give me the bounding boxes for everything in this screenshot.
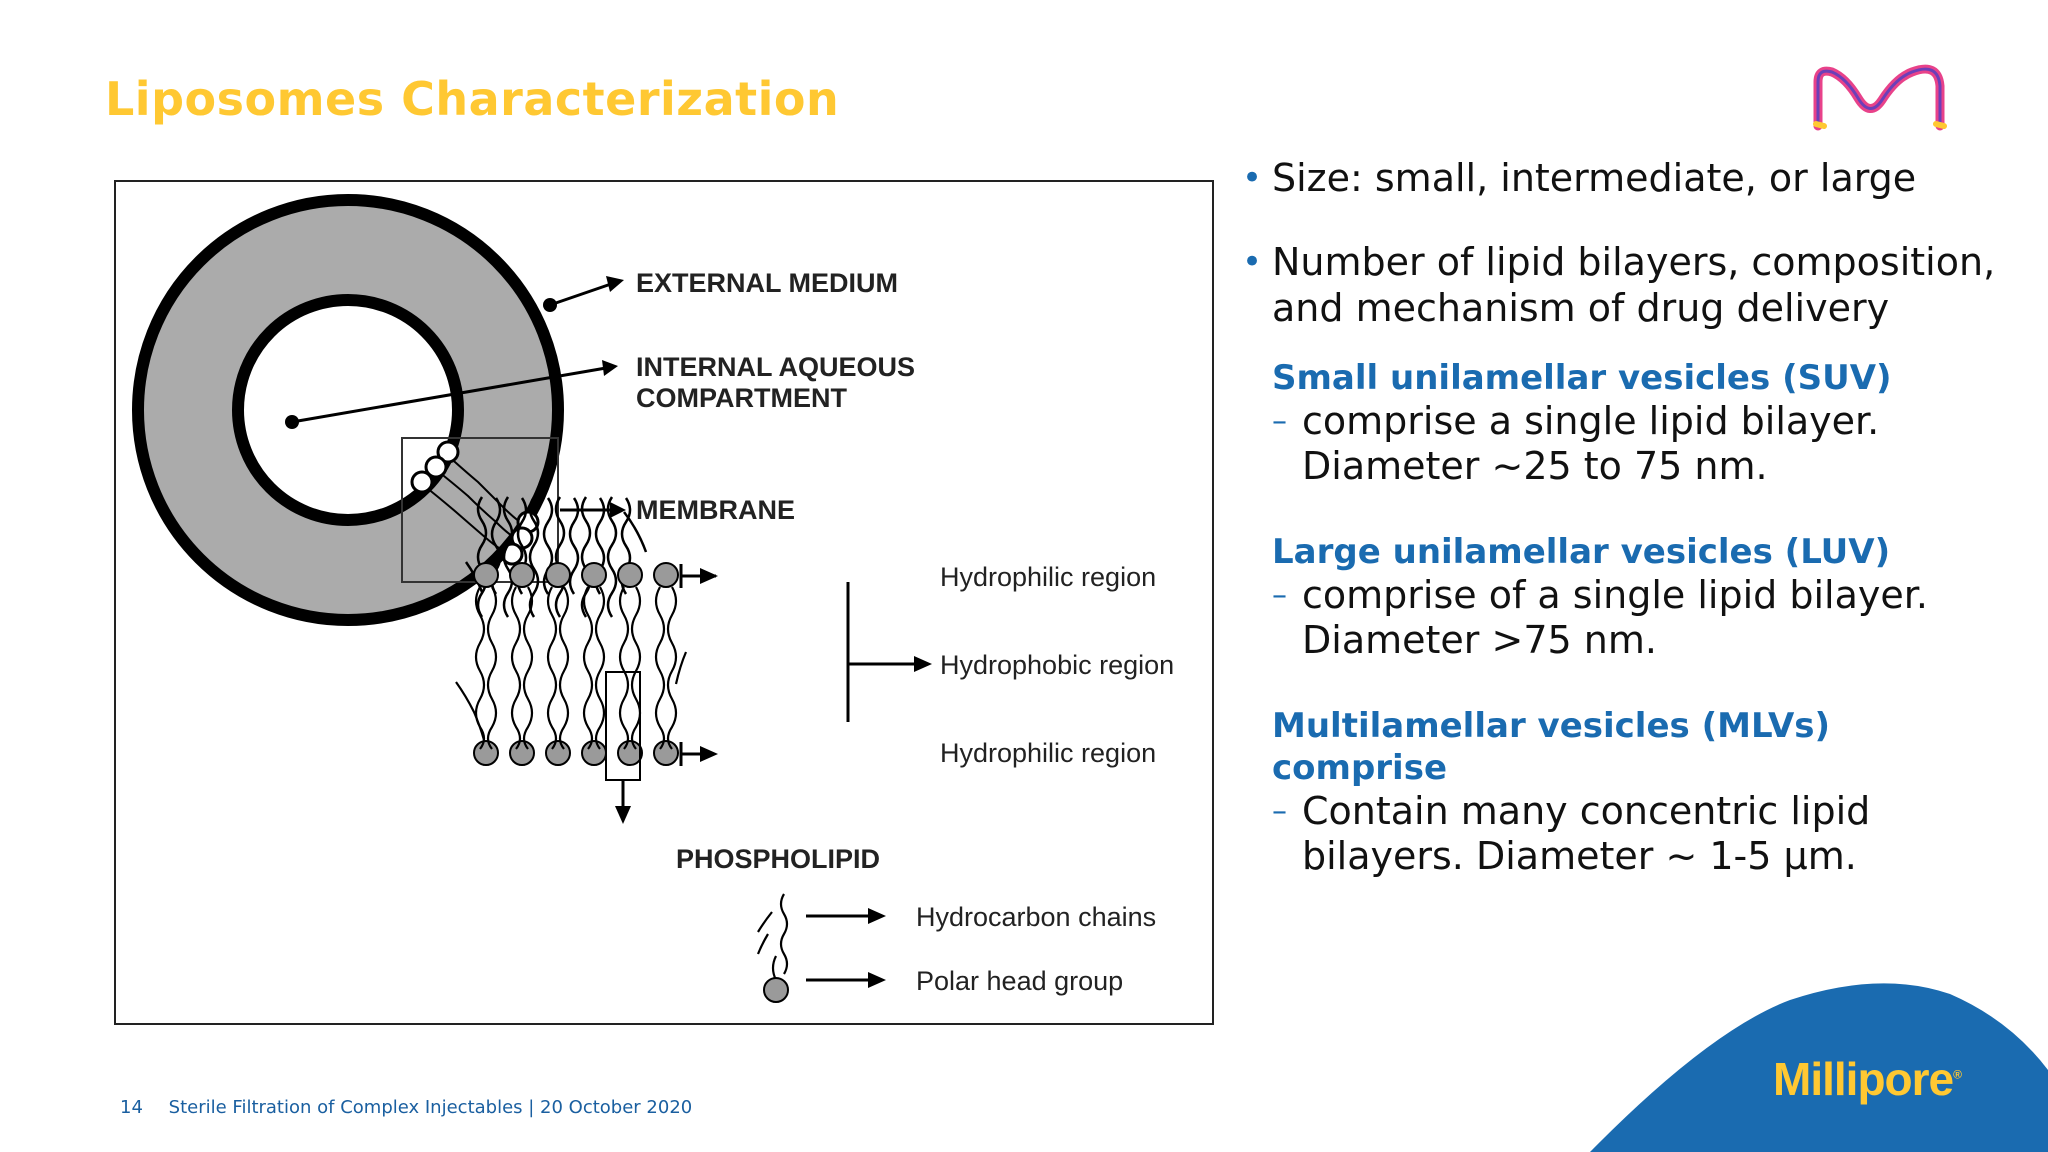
label-internal-aqueous: INTERNAL AQUEOUS (636, 352, 916, 382)
registered-mark: ® (1953, 1067, 1962, 1082)
luv-heading: Large unilamellar vesicles (LUV) (1272, 532, 1891, 572)
brand-name: Millipore (1773, 1053, 1954, 1105)
luv-description: comprise of a single lipid bilayer. Diam… (1272, 573, 2008, 663)
label-membrane: MEMBRANE (636, 495, 795, 525)
liposome-diagram-drawing (132, 194, 932, 1003)
bilayer-tails (455, 586, 688, 750)
mlv-heading: Multilamellar vesicles (MLVs) comprise (1272, 706, 1831, 788)
content-panel: Size: small, intermediate, or large Numb… (1238, 155, 2008, 921)
lipid-bilayer (464, 496, 648, 618)
lipid-heads (473, 562, 679, 766)
label-hydrophilic-top: Hydrophilic region (940, 562, 1157, 592)
label-hydrophobic: Hydrophobic region (940, 650, 1175, 680)
suv-description: comprise a single lipid bilayer. Diamete… (1272, 399, 2008, 489)
slide-number: 14 (120, 1097, 143, 1118)
label-hydrocarbon-chains: Hydrocarbon chains (916, 902, 1157, 932)
bullet-size: Size: small, intermediate, or large (1238, 155, 2008, 201)
slide-title: Liposomes Characterization (105, 72, 840, 126)
brand-corner-shape (1590, 983, 2048, 1152)
brand-m-logo (1813, 64, 1947, 131)
label-compartment: COMPARTMENT (636, 383, 847, 413)
label-phospholipid: PHOSPHOLIPID (676, 844, 881, 874)
mlv-description: Contain many concentric lipid bilayers. … (1272, 789, 2008, 879)
brand-wordmark: Millipore® (1773, 1052, 1962, 1106)
suv-heading: Small unilamellar vesicles (SUV) (1272, 358, 1892, 398)
label-external-medium: EXTERNAL MEDIUM (636, 268, 899, 298)
footer-text: Sterile Filtration of Complex Injectable… (168, 1097, 693, 1118)
label-hydrophilic-bottom: Hydrophilic region (940, 738, 1157, 768)
liposome-diagram: EXTERNAL MEDIUM INTERNAL AQUEOUS COMPART… (114, 180, 1214, 1025)
polar-head-circle (763, 977, 789, 1003)
bullet-bilayers: Number of lipid bilayers, composition, a… (1238, 239, 2008, 331)
single-phospholipid (756, 893, 789, 981)
label-polar-head-group: Polar head group (916, 966, 1124, 996)
slide-footer: 14 Sterile Filtration of Complex Injecta… (120, 1097, 692, 1118)
